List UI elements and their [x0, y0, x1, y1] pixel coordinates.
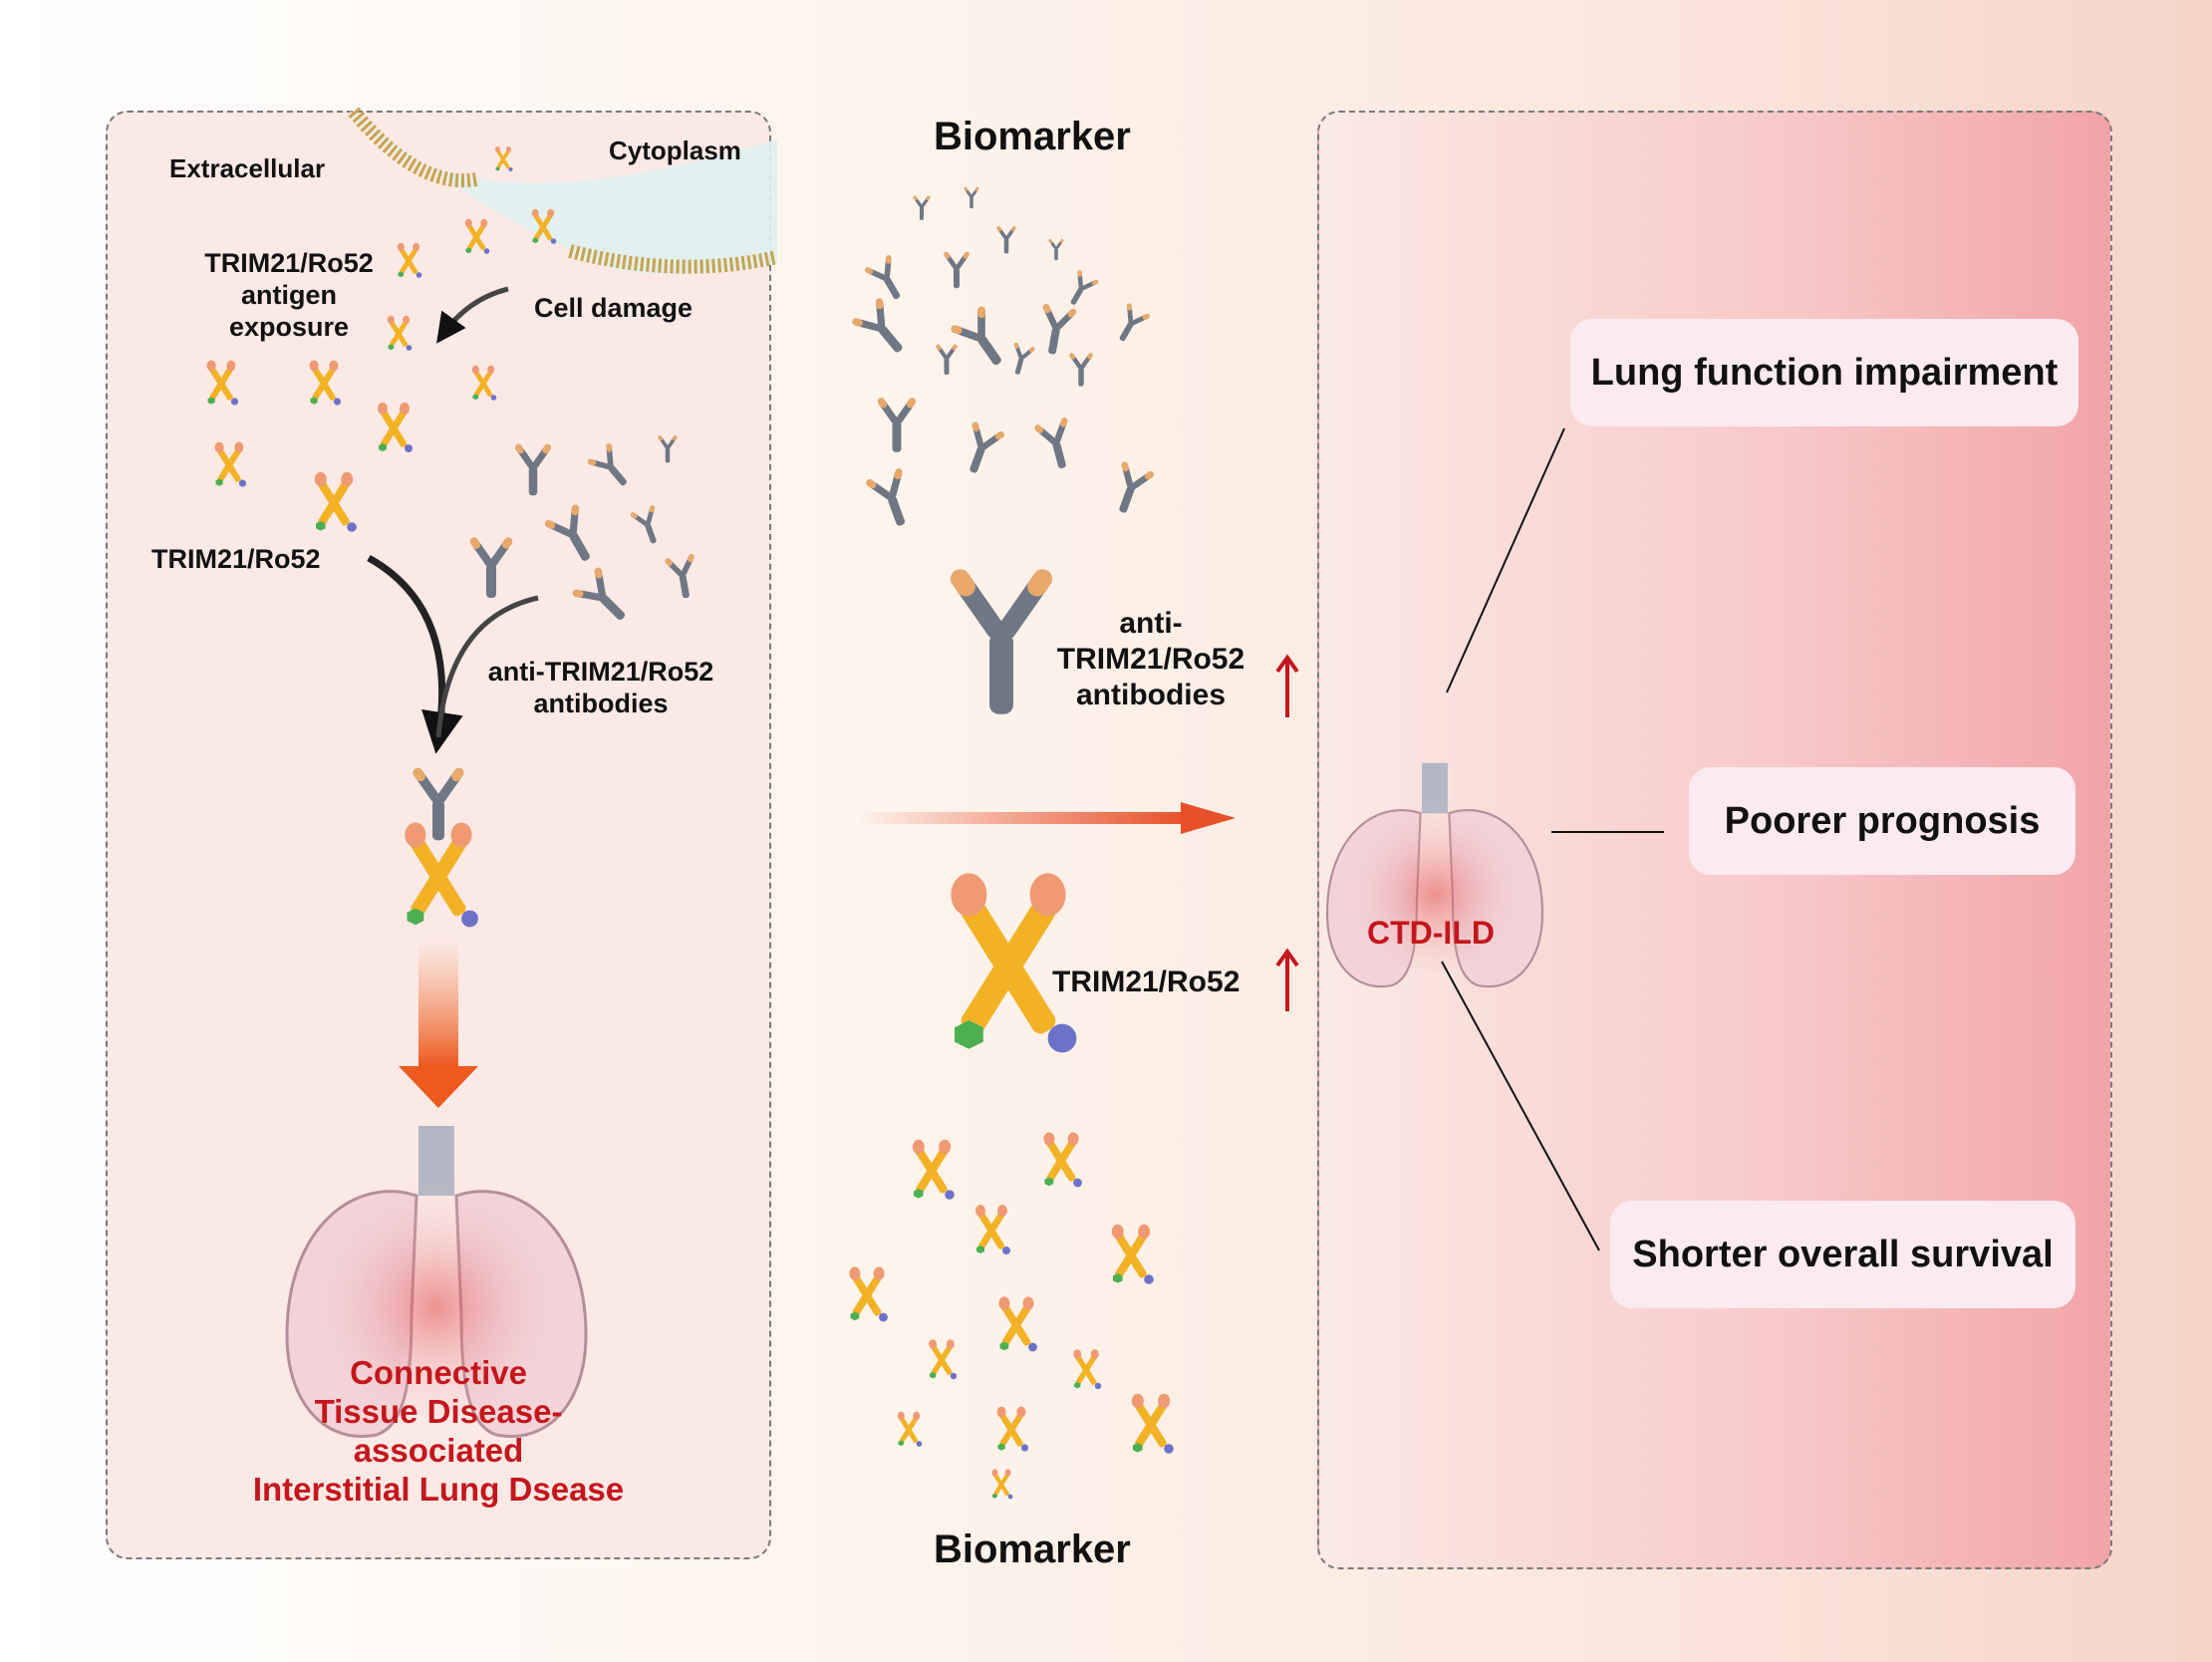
ctd-ild-label: CTD-ILD: [1367, 915, 1495, 951]
trim21-middle-label: TRIM21/Ro52: [1052, 966, 1241, 998]
cell-damage-label: Cell damage: [534, 293, 693, 323]
biomarker-bottom-label: Biomarker: [934, 1527, 1131, 1571]
anti-trim21-antibodies-label: anti-TRIM21/Ro52 antibodies: [487, 657, 714, 718]
shorter-overall-survival-box: Shorter overall survival: [1610, 1201, 2075, 1308]
cell-membrane-right: [568, 244, 779, 274]
right-lung-icon: [1325, 761, 1544, 988]
poorer-prognosis-box: Poorer prognosis: [1689, 767, 2075, 875]
extracellular-label: Extracellular: [169, 153, 326, 183]
cell-membrane: [348, 107, 478, 188]
biomarker-top-label: Biomarker: [934, 115, 1131, 158]
antigen-exposure-label: TRIM21/Ro52 antigen exposure: [204, 248, 374, 342]
cytoplasm-region: [349, 110, 777, 274]
anti-trim21-middle-label: anti- TRIM21/Ro52 antibodies: [1056, 607, 1245, 711]
disease-label: Connective Tissue Disease- associated In…: [252, 1354, 625, 1508]
cytoplasm-label: Cytoplasm: [609, 136, 741, 165]
trim21-label: TRIM21/Ro52: [151, 544, 321, 574]
lung-function-impairment-box: Lung function impairment: [1570, 319, 2078, 426]
